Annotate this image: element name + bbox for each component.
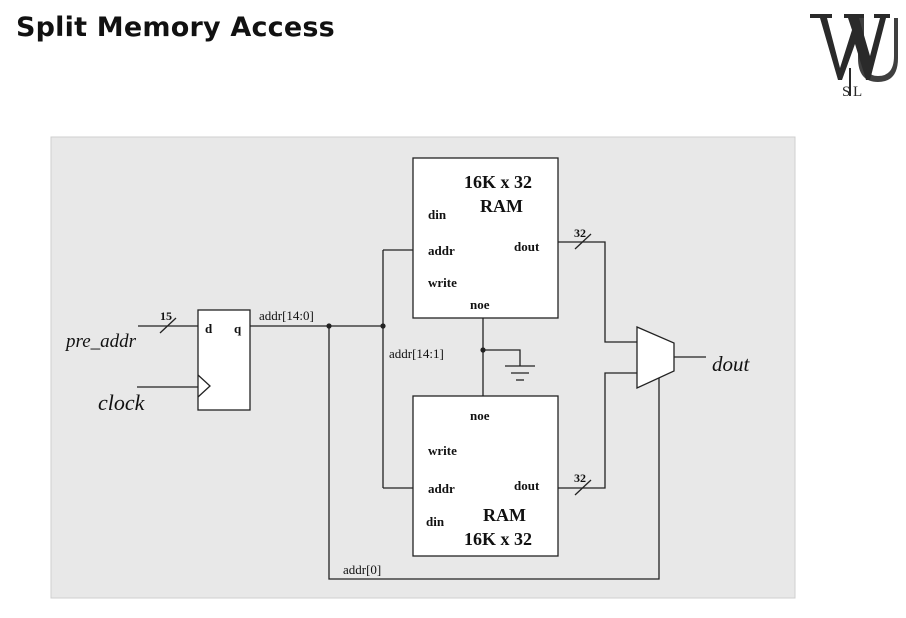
ram-top-din-label: din (428, 207, 447, 222)
junction-addr-upper (380, 323, 386, 329)
ram-bottom-noe-label: noe (470, 408, 490, 423)
ram-bottom-din-label: din (426, 514, 445, 529)
wustl-logo: S L (810, 14, 898, 100)
register-q-label: q (234, 321, 242, 336)
addr-upper-label: addr[14:1] (389, 346, 444, 361)
ram-bottom-type-label: RAM (483, 505, 526, 525)
register-d-label: d (205, 321, 213, 336)
svg-text:L: L (853, 84, 862, 100)
input-bus-slash (159, 317, 177, 334)
ground-wire (483, 349, 521, 366)
junction-ground (480, 347, 486, 353)
ram-bottom-dout-label: dout (514, 478, 540, 493)
clock-triangle (197, 374, 211, 398)
addr0-label: addr[0] (343, 562, 381, 577)
ram-top-size-label: 16K x 32 (464, 172, 532, 192)
input-bus-width: 15 (160, 309, 172, 323)
junction-addr0 (326, 323, 332, 329)
ram-bottom-dout-wire (558, 372, 637, 489)
ram-top-noe-label: noe (470, 297, 490, 312)
ram-bottom-addr-label: addr (428, 481, 455, 496)
ram-top-dout-label: dout (514, 239, 540, 254)
top-bus-width: 32 (574, 226, 586, 240)
top-bus-slash (574, 233, 592, 250)
ram-top-dout-wire (558, 241, 637, 343)
ram-top-addr-label: addr (428, 243, 455, 258)
ram-bottom-write-label: write (428, 443, 457, 458)
bottom-bus-width: 32 (574, 471, 586, 485)
ram-bottom-block (412, 395, 559, 557)
slide-title: Split Memory Access (16, 12, 335, 43)
ram-top-type-label: RAM (480, 196, 523, 216)
output-mux (636, 326, 675, 390)
ram-bottom-size-label: 16K x 32 (464, 529, 532, 549)
addr0-wire (328, 326, 660, 580)
addr-full-label: addr[14:0] (259, 308, 314, 323)
dout-label: dout (712, 352, 751, 376)
ram-top-block (412, 157, 559, 319)
address-register (197, 309, 251, 411)
clock-label: clock (98, 390, 146, 415)
svg-text:S: S (842, 84, 850, 100)
ram-top-write-label: write (428, 275, 457, 290)
bottom-bus-slash (574, 479, 592, 496)
pre-addr-label: pre_addr (64, 331, 137, 352)
